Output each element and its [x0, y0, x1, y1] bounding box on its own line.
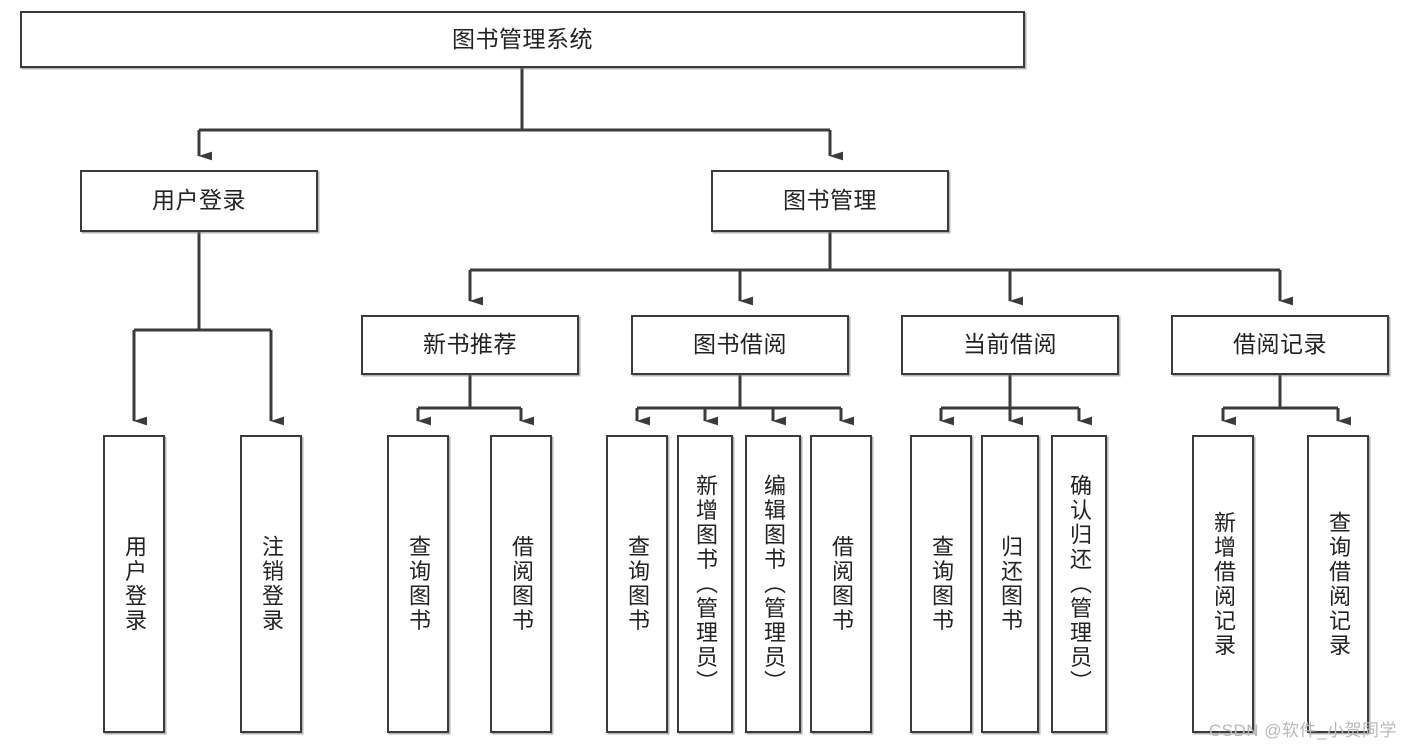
- node-leaf-confirm-return-label: 确认归还（管理员）: [1067, 473, 1092, 695]
- node-current-borrow-label: 当前借阅: [963, 331, 1057, 358]
- node-book-manage[interactable]: 图书管理: [711, 170, 949, 232]
- node-leaf-query-record[interactable]: 查询借阅记录: [1307, 435, 1369, 733]
- node-leaf-query-book-3-label: 查询图书: [929, 535, 954, 633]
- node-leaf-borrow-book-1-label: 借阅图书: [509, 535, 534, 633]
- node-leaf-query-book-2-label: 查询图书: [625, 535, 650, 633]
- node-leaf-return-book-label: 归还图书: [998, 535, 1023, 633]
- node-leaf-logout-login[interactable]: 注销登录: [240, 435, 302, 733]
- node-root-label: 图书管理系统: [452, 25, 593, 52]
- node-leaf-query-book-1[interactable]: 查询图书: [387, 435, 449, 733]
- node-leaf-add-book[interactable]: 新增图书（管理员）: [677, 435, 733, 733]
- node-new-book-recommend-label: 新书推荐: [423, 331, 517, 358]
- node-borrow-record[interactable]: 借阅记录: [1171, 315, 1389, 375]
- node-book-borrow[interactable]: 图书借阅: [631, 315, 849, 375]
- node-leaf-confirm-return[interactable]: 确认归还（管理员）: [1051, 435, 1107, 733]
- csdn-watermark: CSDN @软件_小贺同学: [1208, 721, 1397, 740]
- node-leaf-query-book-3[interactable]: 查询图书: [910, 435, 972, 733]
- node-leaf-borrow-book-2[interactable]: 借阅图书: [810, 435, 872, 733]
- node-leaf-add-record[interactable]: 新增借阅记录: [1192, 435, 1254, 733]
- node-leaf-return-book[interactable]: 归还图书: [981, 435, 1039, 733]
- node-user-login-label: 用户登录: [152, 187, 246, 214]
- node-leaf-user-login[interactable]: 用户登录: [103, 435, 165, 733]
- node-leaf-borrow-book-1[interactable]: 借阅图书: [490, 435, 552, 733]
- node-leaf-edit-book[interactable]: 编辑图书（管理员）: [745, 435, 801, 733]
- node-leaf-query-book-2[interactable]: 查询图书: [606, 435, 668, 733]
- node-user-login[interactable]: 用户登录: [80, 170, 318, 232]
- node-leaf-logout-login-label: 注销登录: [259, 535, 284, 633]
- node-leaf-edit-book-label: 编辑图书（管理员）: [761, 473, 786, 695]
- node-book-manage-label: 图书管理: [783, 187, 877, 214]
- node-leaf-user-login-label: 用户登录: [122, 535, 147, 633]
- node-book-borrow-label: 图书借阅: [693, 331, 787, 358]
- node-leaf-borrow-book-2-label: 借阅图书: [829, 535, 854, 633]
- node-new-book-recommend[interactable]: 新书推荐: [361, 315, 579, 375]
- node-root[interactable]: 图书管理系统: [20, 11, 1025, 68]
- node-leaf-query-record-label: 查询借阅记录: [1326, 510, 1351, 658]
- node-leaf-add-record-label: 新增借阅记录: [1211, 510, 1236, 658]
- node-borrow-record-label: 借阅记录: [1233, 331, 1327, 358]
- node-current-borrow[interactable]: 当前借阅: [901, 315, 1119, 375]
- node-leaf-add-book-label: 新增图书（管理员）: [693, 473, 718, 695]
- node-leaf-query-book-1-label: 查询图书: [406, 535, 431, 633]
